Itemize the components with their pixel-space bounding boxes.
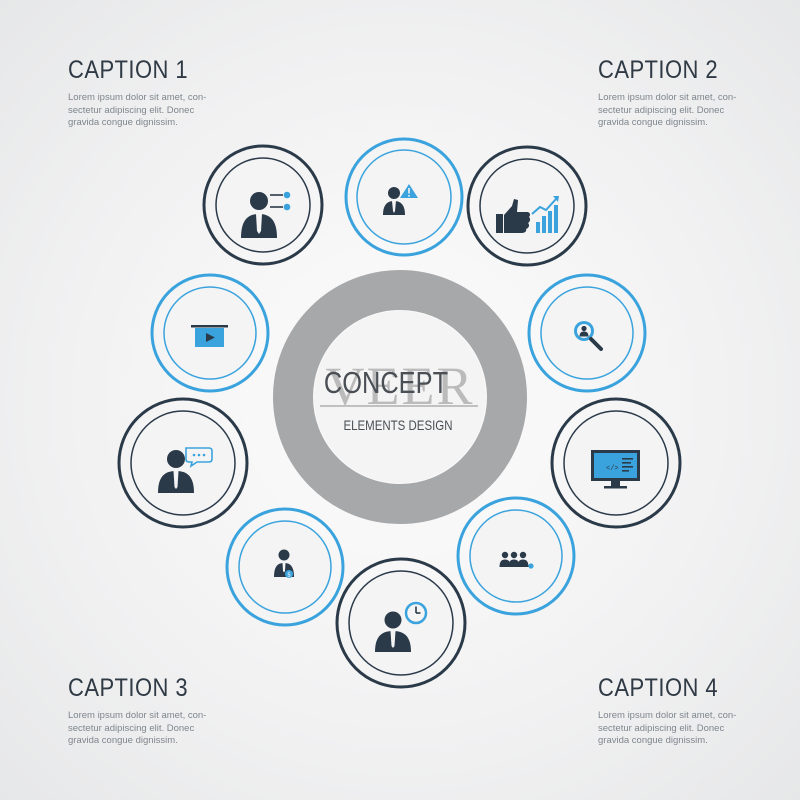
caption-text: Lorem ipsum dolor sit amet, con- sectetu… — [68, 710, 258, 748]
node-video-presentation[interactable] — [150, 273, 270, 393]
caption-line: gravida congue dignissim. — [68, 117, 178, 128]
node-businessman-alert[interactable] — [344, 137, 464, 257]
svg-text:$: $ — [287, 572, 291, 579]
caption-line: gravida congue dignissim. — [598, 117, 708, 128]
caption-4: CAPTION 4 Lorem ipsum dolor sit amet, co… — [598, 674, 788, 748]
node-monitor-code[interactable]: </> — [550, 397, 682, 529]
monitor-code-icon: </> — [591, 450, 640, 489]
caption-title: CAPTION 2 — [598, 56, 719, 84]
node-businessman-connections[interactable] — [202, 144, 324, 266]
caption-2: CAPTION 2 Lorem ipsum dolor sit amet, co… — [598, 56, 788, 130]
node-businessman-clock[interactable] — [335, 557, 467, 689]
thumbs-up-growth-chart-icon — [496, 196, 559, 233]
node-team-group[interactable] — [456, 496, 576, 616]
node-thumbs-up-growth[interactable] — [466, 145, 588, 267]
caption-1: CAPTION 1 Lorem ipsum dolor sit amet, co… — [68, 56, 258, 130]
caption-line: gravida congue dignissim. — [68, 735, 178, 746]
caption-line: sectetur adipiscing elit. Donec — [68, 104, 195, 116]
caption-title: CAPTION 3 — [68, 674, 189, 702]
node-person-search[interactable] — [527, 273, 647, 393]
caption-text: Lorem ipsum dolor sit amet, con- sectetu… — [598, 92, 788, 130]
businessman-chat-icon — [158, 447, 213, 493]
caption-line: sectetur adipiscing elit. Donec — [68, 722, 195, 734]
caption-text: Lorem ipsum dolor sit amet, con- sectetu… — [68, 92, 258, 130]
caption-line: Lorem ipsum dolor sit amet, con- — [598, 710, 737, 721]
caption-text: Lorem ipsum dolor sit amet, con- sectetu… — [598, 710, 788, 748]
caption-title: CAPTION 4 — [598, 674, 719, 702]
caption-line: Lorem ipsum dolor sit amet, con- — [68, 92, 207, 103]
person-search-icon — [574, 321, 603, 351]
center-title: CONCEPT — [324, 366, 448, 401]
center-ring: VEER CONCEPT ELEMENTS DESIGN — [273, 270, 527, 524]
businessman-alert-icon — [383, 184, 418, 215]
caption-3: CAPTION 3 Lorem ipsum dolor sit amet, co… — [68, 674, 258, 748]
node-businessman-money[interactable]: $ — [225, 507, 345, 627]
caption-line: sectetur adipiscing elit. Donec — [598, 104, 725, 116]
caption-line: gravida congue dignissim. — [598, 735, 708, 746]
caption-title: CAPTION 1 — [68, 56, 189, 84]
businessman-connections-icon — [241, 191, 291, 238]
caption-line: Lorem ipsum dolor sit amet, con- — [598, 92, 737, 103]
team-group-icon — [499, 551, 534, 569]
node-businessman-chat[interactable] — [117, 397, 249, 529]
video-presentation-icon — [191, 325, 228, 347]
svg-text:</>: </> — [606, 465, 619, 473]
caption-line: sectetur adipiscing elit. Donec — [598, 722, 725, 734]
businessman-clock-icon — [375, 601, 428, 652]
caption-line: Lorem ipsum dolor sit amet, con- — [68, 710, 207, 721]
center-subtitle: ELEMENTS DESIGN — [343, 417, 452, 433]
businessman-money-icon: $ — [274, 549, 294, 579]
